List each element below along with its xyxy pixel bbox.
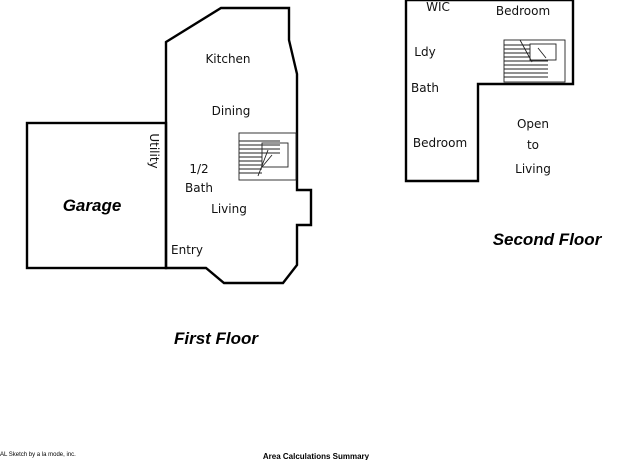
- entry-label: Entry: [171, 243, 203, 257]
- bedroom-bottom-label: Bedroom: [413, 136, 467, 150]
- half-bath-label-line1: 1/2: [189, 162, 208, 176]
- wic-label: WIC: [426, 0, 450, 14]
- kitchen-label: Kitchen: [205, 52, 250, 66]
- first-floor-outline: [164, 6, 313, 285]
- second-floor-title: Second Floor: [493, 230, 603, 249]
- bath-label: Bath: [411, 81, 439, 95]
- open-to-living-line2: to: [527, 138, 539, 152]
- garage-label: Garage: [63, 196, 122, 215]
- open-to-living-line3: Living: [515, 162, 551, 176]
- dining-label: Dining: [212, 104, 251, 118]
- second-floor-stairs: [503, 39, 566, 83]
- living-label: Living: [211, 202, 247, 216]
- area-summary-title: Area Calculations Summary: [263, 452, 370, 460]
- first-floor-stairs: [238, 132, 297, 181]
- laundry-label: Ldy: [414, 45, 435, 59]
- first-floor-title: First Floor: [174, 329, 259, 348]
- second-floor-outline: [404, 0, 575, 183]
- utility-label: Utility: [147, 133, 161, 168]
- half-bath-label-line2: Bath: [185, 181, 213, 195]
- open-to-living-line1: Open: [517, 117, 549, 131]
- sketch-credit: AL Sketch by a la mode, inc.: [0, 452, 76, 458]
- bedroom-top-label: Bedroom: [496, 4, 550, 18]
